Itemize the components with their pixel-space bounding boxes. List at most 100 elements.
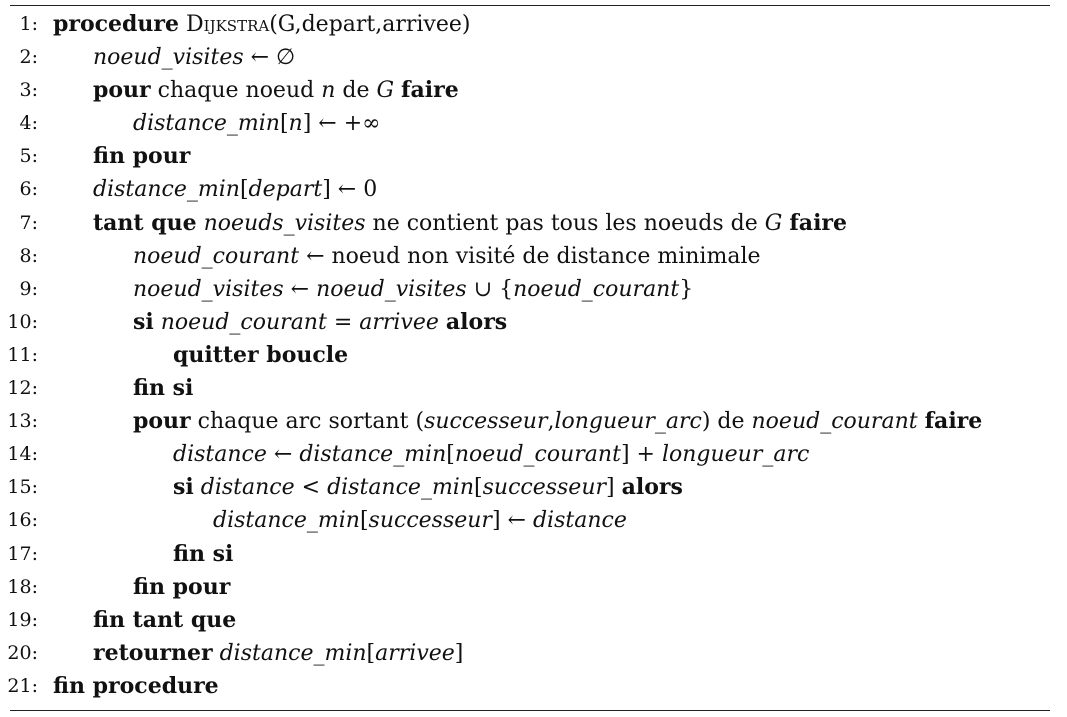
line-number: 4: — [19, 112, 39, 135]
code-text: [ — [474, 475, 483, 501]
code-text: ∪ { — [466, 276, 514, 302]
variable: longueur_arc — [554, 409, 702, 435]
keyword: faire — [924, 408, 983, 435]
keyword: pour — [133, 408, 191, 435]
code-text: = — [326, 309, 360, 335]
code-text — [197, 211, 204, 236]
code-text: de — [335, 78, 377, 104]
variable: noeud_visites — [93, 45, 244, 71]
code-text — [439, 310, 446, 335]
variable: depart — [248, 177, 323, 203]
algorithm-line: 19: fin tant que — [0, 604, 1067, 637]
line-code: procedure Dijkstra(G,depart,arrivee) — [53, 8, 470, 41]
line-number: 20: — [7, 641, 38, 664]
algorithm-line: 18:fin pour — [0, 571, 1067, 604]
variable: distance_min — [299, 442, 447, 468]
keyword: si — [133, 308, 154, 335]
code-text: chaque arc sortant ( — [190, 409, 425, 435]
keyword: quitter boucle — [173, 341, 349, 368]
code-text: [ — [239, 177, 249, 203]
variable: distance — [173, 442, 267, 468]
bottom-rule — [10, 710, 1050, 711]
variable: arrivee — [375, 640, 455, 666]
keyword: tant que — [93, 209, 197, 236]
line-code: si distance < distance_min[successeur] a… — [173, 471, 683, 504]
variable: distance_min — [213, 508, 360, 534]
line-number: 13: — [7, 410, 38, 433]
top-rule — [10, 5, 1050, 6]
code-text: ← noeud non visité de distance minimale — [299, 243, 761, 269]
code-text — [194, 475, 201, 500]
line-code: retourner distance_min[arrivee] — [93, 637, 463, 670]
variable: successeur — [482, 475, 607, 501]
code-text: (G,depart,arrivee) — [269, 12, 471, 37]
line-code: noeud_visites ← ∅ — [93, 41, 295, 74]
algorithm-listing: 1: procedure Dijkstra(G,depart,arrivee)2:… — [0, 8, 1067, 703]
variable: G — [764, 210, 783, 236]
line-code: pour chaque noeud n de G faire — [93, 74, 459, 107]
algorithm-line: 3: pour chaque noeud n de G faire — [0, 74, 1067, 107]
line-code: pour chaque arc sortant (successeur,long… — [133, 405, 982, 438]
code-text: ] + — [620, 442, 662, 468]
variable: distance_min — [327, 475, 475, 501]
variable: noeud_courant — [133, 243, 300, 269]
code-text: [ — [279, 111, 289, 137]
line-code: fin pour — [133, 571, 230, 604]
line-number: 19: — [7, 608, 38, 631]
algorithm-line: 6:distance_min[depart] ← 0 — [0, 173, 1067, 206]
variable: distance_min — [133, 111, 280, 137]
variable: noeud_courant — [751, 409, 918, 435]
line-number: 8: — [19, 244, 39, 267]
line-number: 15: — [7, 476, 38, 499]
keyword: pour — [93, 77, 151, 104]
line-number: 1: — [19, 13, 39, 35]
algorithm-line: 21: fin procedure — [0, 670, 1067, 703]
algorithm-line: 20: retourner distance_min[arrivee] — [0, 637, 1067, 670]
code-text — [179, 12, 186, 37]
algorithm-line: 9:noeud_visites ← noeud_visites ∪ {noeud… — [0, 273, 1067, 306]
keyword: fin tant que — [93, 606, 237, 633]
keyword: alors — [621, 474, 683, 501]
algorithm-line: 16:distance_min[successeur] ← distance — [0, 504, 1067, 537]
line-number: 3: — [19, 79, 39, 102]
keyword: fin si — [133, 375, 194, 402]
line-code: tant que noeuds_visites ne contient pas … — [93, 207, 847, 240]
line-code: fin procedure — [53, 670, 219, 703]
algorithm-line: 10: si noeud_courant = arrivee alors — [0, 306, 1067, 339]
line-code: fin si — [173, 538, 233, 571]
variable: successeur — [424, 409, 548, 435]
code-text: ] — [606, 475, 622, 501]
code-text: ] ← +∞ — [302, 111, 381, 137]
line-number: 21: — [7, 674, 38, 697]
code-text: chaque noeud — [150, 78, 322, 104]
code-text: ] — [454, 640, 464, 666]
code-text — [154, 310, 161, 335]
code-text: < — [294, 475, 328, 501]
variable: distance_min — [219, 640, 367, 666]
algorithm-line: 8: noeud_courant ← noeud non visité de di… — [0, 240, 1067, 273]
line-code: si noeud_courant = arrivee alors — [133, 306, 507, 339]
line-number: 16: — [7, 509, 38, 532]
code-text: } — [679, 276, 694, 302]
keyword: faire — [401, 77, 459, 104]
variable: distance_min — [93, 177, 240, 203]
line-number: 14: — [7, 443, 38, 466]
algorithm-line: 13: pour chaque arc sortant (successeur,l… — [0, 405, 1067, 438]
keyword: fin pour — [133, 573, 231, 600]
variable: noeud_visites — [316, 276, 467, 302]
variable: distance — [532, 508, 627, 534]
keyword: fin procedure — [53, 672, 219, 699]
algorithm-line: 2:noeud_visites ← ∅ — [0, 41, 1067, 74]
variable: G — [376, 78, 395, 104]
line-number: 11: — [7, 343, 38, 366]
line-code: noeud_courant ← noeud non visité de dist… — [133, 240, 761, 273]
code-text: ← ∅ — [243, 45, 296, 71]
line-number: 10: — [7, 310, 38, 333]
algorithm-line: 1: procedure Dijkstra(G,depart,arrivee) — [0, 8, 1067, 41]
line-code: noeud_visites ← noeud_visites ∪ {noeud_c… — [133, 273, 693, 306]
algorithm-line: 14:distance ← distance_min[noeud_courant… — [0, 438, 1067, 471]
code-text: ] ← 0 — [322, 177, 378, 203]
line-number: 7: — [19, 211, 39, 234]
algorithm-line: 12:fin si — [0, 372, 1067, 405]
code-text: ne contient pas tous les noeuds de — [365, 210, 765, 236]
